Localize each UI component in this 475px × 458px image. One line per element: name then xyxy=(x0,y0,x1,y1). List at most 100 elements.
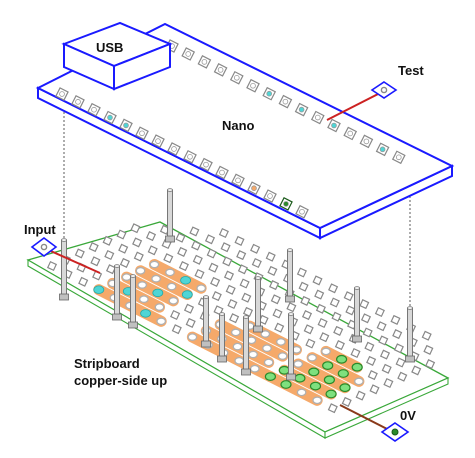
stripboard-hole xyxy=(423,344,434,355)
header-pin-base xyxy=(112,313,122,321)
solder-pad xyxy=(139,295,149,304)
stripboard-hole xyxy=(191,240,202,251)
header-pin-base xyxy=(217,355,227,363)
usb-connector xyxy=(61,21,173,91)
stripboard-hole xyxy=(359,299,370,310)
stripboard-hole xyxy=(392,329,403,340)
header-pin xyxy=(130,275,136,327)
stripboard-hole xyxy=(171,324,182,335)
solder-pad xyxy=(166,282,177,291)
header-pin xyxy=(114,265,120,319)
stripboard-hole xyxy=(251,257,262,269)
stripboard-hole xyxy=(378,335,389,346)
stripboard-hole xyxy=(130,223,141,234)
header-pin xyxy=(243,316,249,374)
solder-pad-ground xyxy=(323,375,335,385)
stripboard-hole xyxy=(206,248,217,259)
stripboard-hole xyxy=(250,243,261,254)
nano-pad-bottom-row-hole xyxy=(267,193,273,199)
solder-pad-ground xyxy=(278,365,290,375)
stripboard-hole xyxy=(343,291,354,302)
nano-pad-top-row-hole xyxy=(185,51,192,57)
nano-pad-top-row-hole xyxy=(266,90,273,97)
header-pin-base xyxy=(285,295,295,303)
stripboard-edge-right xyxy=(324,377,449,439)
stripboard-label-line2: copper-side up xyxy=(74,373,167,388)
solder-pad-ground xyxy=(325,389,337,399)
header-pin-tip xyxy=(167,188,173,192)
stripboard-hole xyxy=(296,267,307,278)
header-pin xyxy=(288,313,294,379)
solder-pad-ground xyxy=(351,362,363,372)
solder-pad-ground xyxy=(294,373,306,383)
nano-pad-bottom-row-hole xyxy=(171,146,177,152)
stripboard-hole xyxy=(327,403,338,414)
header-pin-base xyxy=(165,235,175,243)
stripboard-hole xyxy=(237,264,248,275)
stripboard-hole xyxy=(270,294,281,305)
stripboard-hole xyxy=(355,390,366,401)
zero-volt-point xyxy=(339,404,410,442)
stripboard-hole xyxy=(227,298,238,310)
stripboard-hole xyxy=(118,243,129,254)
stripboard-hole xyxy=(185,317,196,328)
stripboard-hole xyxy=(74,248,85,259)
stripboard-hole xyxy=(331,311,342,322)
solder-pad-signal xyxy=(181,290,193,299)
stripboard-hole xyxy=(170,309,181,321)
header-pin-tip xyxy=(243,315,249,319)
stripboard-hole xyxy=(177,246,188,257)
nano-pad-bottom-row-hole xyxy=(139,130,145,137)
stripboard-hole xyxy=(369,384,380,395)
solder-pad-ground xyxy=(309,381,322,391)
stripboard-hole xyxy=(242,306,254,317)
copper-strip xyxy=(264,371,323,406)
header-pin-tip xyxy=(114,264,120,268)
nano-pad-bottom-row-hole xyxy=(123,122,129,129)
solder-pad xyxy=(293,360,304,368)
stripboard-hole xyxy=(189,226,200,237)
stripboard-hole xyxy=(328,283,339,294)
solder-pad xyxy=(277,352,288,360)
nano-pad-bottom-row-hole xyxy=(187,154,193,160)
nano-label: Nano xyxy=(222,118,255,133)
stripboard-hole xyxy=(315,303,326,314)
stripboard-hole xyxy=(133,251,144,262)
stripboard-hole xyxy=(183,303,195,314)
solder-pad xyxy=(168,296,179,305)
solder-pad xyxy=(196,284,207,293)
stripboard-hole xyxy=(229,313,240,324)
solder-pad xyxy=(187,333,198,341)
stripboard-hole xyxy=(132,237,143,248)
header-pin-tip xyxy=(407,306,413,310)
stripboard-hole xyxy=(220,242,231,253)
solder-pad xyxy=(156,317,167,326)
solder-pad xyxy=(121,273,132,281)
stripboard xyxy=(26,221,450,439)
stripboard-hole xyxy=(301,310,313,321)
header-pin xyxy=(407,307,413,361)
stripboard-hole xyxy=(102,235,113,246)
header-pin xyxy=(203,296,209,346)
header-pin-base xyxy=(352,335,362,343)
solder-pad xyxy=(260,330,271,338)
stripboard-hole xyxy=(395,357,406,368)
stripboard-hole xyxy=(46,260,58,272)
solder-pad xyxy=(137,281,148,289)
stripboard-hole xyxy=(411,365,422,376)
stripboard-hole xyxy=(421,330,432,341)
input-point xyxy=(30,237,101,274)
solder-pad xyxy=(354,377,364,386)
stripboard-label-line1: Stripboard xyxy=(74,356,140,371)
stripboard-hole xyxy=(269,280,280,291)
stripboard-hole xyxy=(333,325,344,336)
stripboard-hole xyxy=(364,341,375,352)
solder-pad xyxy=(232,342,243,351)
solder-pad-signal xyxy=(140,309,152,318)
nano-pad-bottom-row-hole xyxy=(219,169,225,176)
header-pin-tip xyxy=(288,312,294,316)
nano-pad-top-row-hole xyxy=(331,122,337,129)
solder-pad xyxy=(249,364,260,373)
nano-pad-bottom-row-hole xyxy=(155,138,161,144)
